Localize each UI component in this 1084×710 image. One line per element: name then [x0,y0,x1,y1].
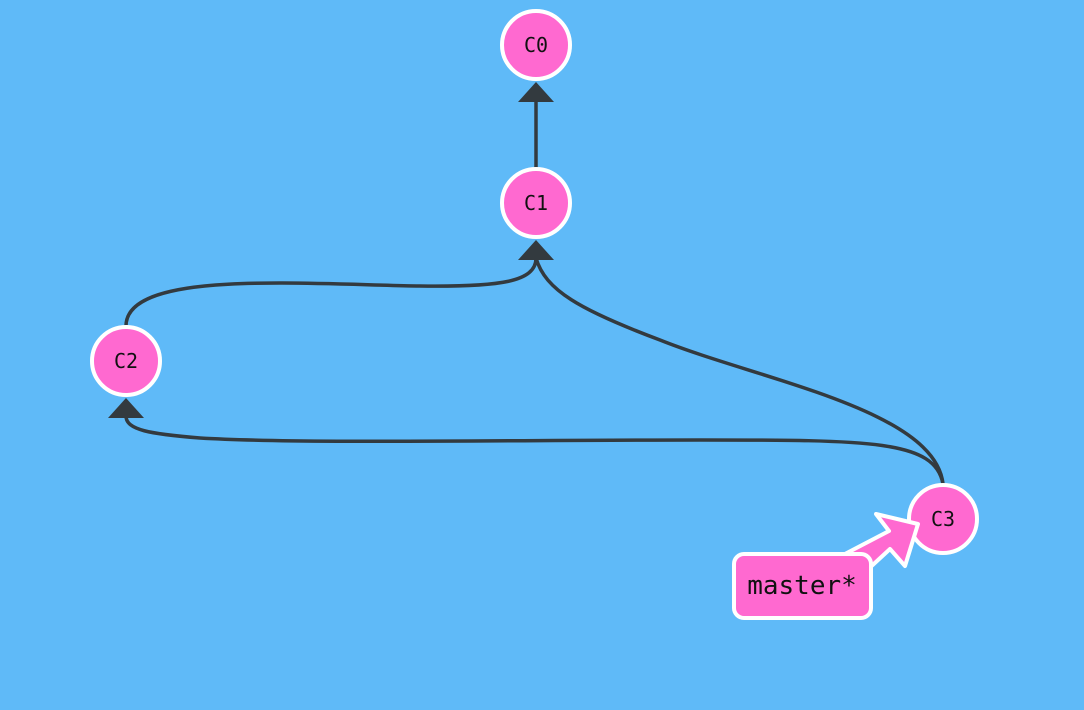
commit-node-c0[interactable]: C0 [500,9,572,81]
commit-circle [500,167,572,239]
edge-c3-to-c1 [534,256,945,486]
commit-node-c1[interactable]: C1 [500,167,572,239]
edge-c3-to-c2 [124,414,945,486]
commit-circle [907,483,979,555]
edge-c2-to-c1 [124,256,538,328]
branch-label-text: master* [747,571,857,601]
edges-layer [108,82,945,486]
commit-label: C0 [524,33,548,57]
arrowhead-c0 [518,82,554,102]
commit-node-c3[interactable]: C3 [907,483,979,555]
commit-label: C2 [114,349,138,373]
arrowhead-c1 [518,240,554,260]
commit-node-c2[interactable]: C2 [90,325,162,397]
branch-label-master[interactable]: master* [732,512,920,620]
arrowhead-c2 [108,398,144,418]
commit-circle [90,325,162,397]
commit-circle [500,9,572,81]
commit-label: C1 [524,191,548,215]
commit-label: C3 [931,507,955,531]
branch-label-box [732,552,873,620]
